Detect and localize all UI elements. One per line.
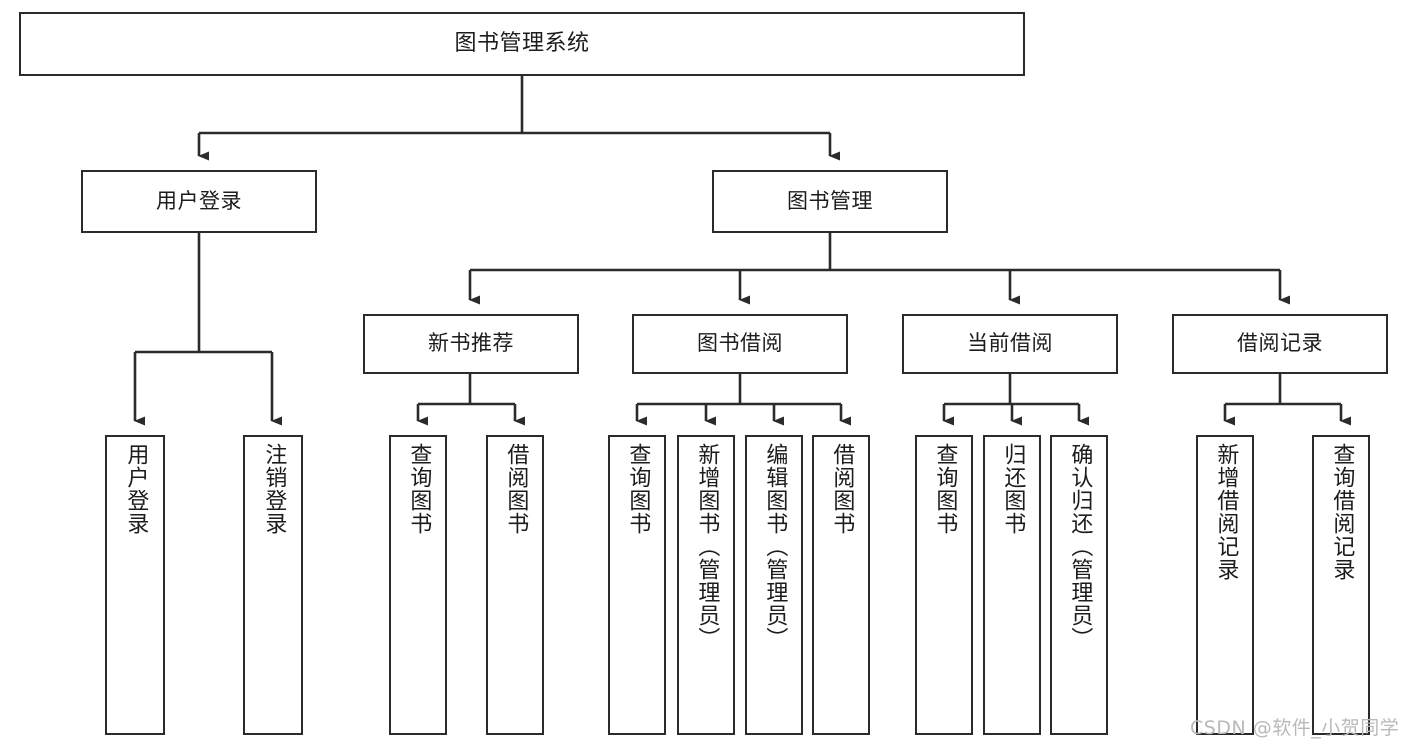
leaf-add-borrowing-record[interactable]: 新增借阅记录	[1196, 435, 1254, 735]
node-user-login[interactable]: 用户登录	[81, 170, 317, 233]
node-label: 用户登录	[156, 188, 242, 213]
node-label: 新增图书（管理员）	[694, 443, 720, 650]
node-borrowing-record[interactable]: 借阅记录	[1172, 314, 1388, 374]
node-label: 借阅图书	[829, 443, 855, 535]
leaf-return-book[interactable]: 归还图书	[983, 435, 1041, 735]
node-label: 确认归还（管理员）	[1067, 443, 1093, 650]
leaf-query-book-newbook[interactable]: 查询图书	[389, 435, 447, 735]
node-label: 查询图书	[406, 443, 432, 535]
node-label: 查询图书	[625, 443, 651, 535]
node-book-borrowing[interactable]: 图书借阅	[632, 314, 848, 374]
leaf-borrow-book-borrowing[interactable]: 借阅图书	[812, 435, 870, 735]
node-label: 图书管理	[787, 188, 873, 213]
node-label: 新增借阅记录	[1213, 443, 1239, 581]
leaf-borrow-book-newbook[interactable]: 借阅图书	[486, 435, 544, 735]
node-label: 图书借阅	[697, 331, 783, 356]
leaf-confirm-return-admin[interactable]: 确认归还（管理员）	[1050, 435, 1108, 735]
node-label: 编辑图书（管理员）	[762, 443, 788, 650]
node-current-borrowing[interactable]: 当前借阅	[902, 314, 1118, 374]
node-label: 当前借阅	[967, 331, 1053, 356]
node-label: 借阅记录	[1237, 331, 1323, 356]
leaf-logout[interactable]: 注销登录	[243, 435, 303, 735]
node-book-management[interactable]: 图书管理	[712, 170, 948, 233]
node-label: 归还图书	[1000, 443, 1026, 535]
node-label: 用户登录	[123, 443, 149, 535]
leaf-add-book-admin[interactable]: 新增图书（管理员）	[677, 435, 735, 735]
csdn-watermark: CSDN @软件_小贺同学	[1190, 717, 1400, 739]
leaf-query-borrowing-record[interactable]: 查询借阅记录	[1312, 435, 1370, 735]
leaf-query-book-borrowing[interactable]: 查询图书	[608, 435, 666, 735]
node-label: 查询图书	[932, 443, 958, 535]
node-label: 注销登录	[261, 443, 287, 535]
leaf-user-login[interactable]: 用户登录	[105, 435, 165, 735]
leaf-edit-book-admin[interactable]: 编辑图书（管理员）	[745, 435, 803, 735]
node-root-book-management-system[interactable]: 图书管理系统	[19, 12, 1025, 76]
node-label: 图书管理系统	[454, 30, 590, 56]
leaf-query-book-current[interactable]: 查询图书	[915, 435, 973, 735]
node-label: 查询借阅记录	[1329, 443, 1355, 581]
node-new-book-recommendation[interactable]: 新书推荐	[363, 314, 579, 374]
node-label: 新书推荐	[428, 331, 514, 356]
node-label: 借阅图书	[503, 443, 529, 535]
